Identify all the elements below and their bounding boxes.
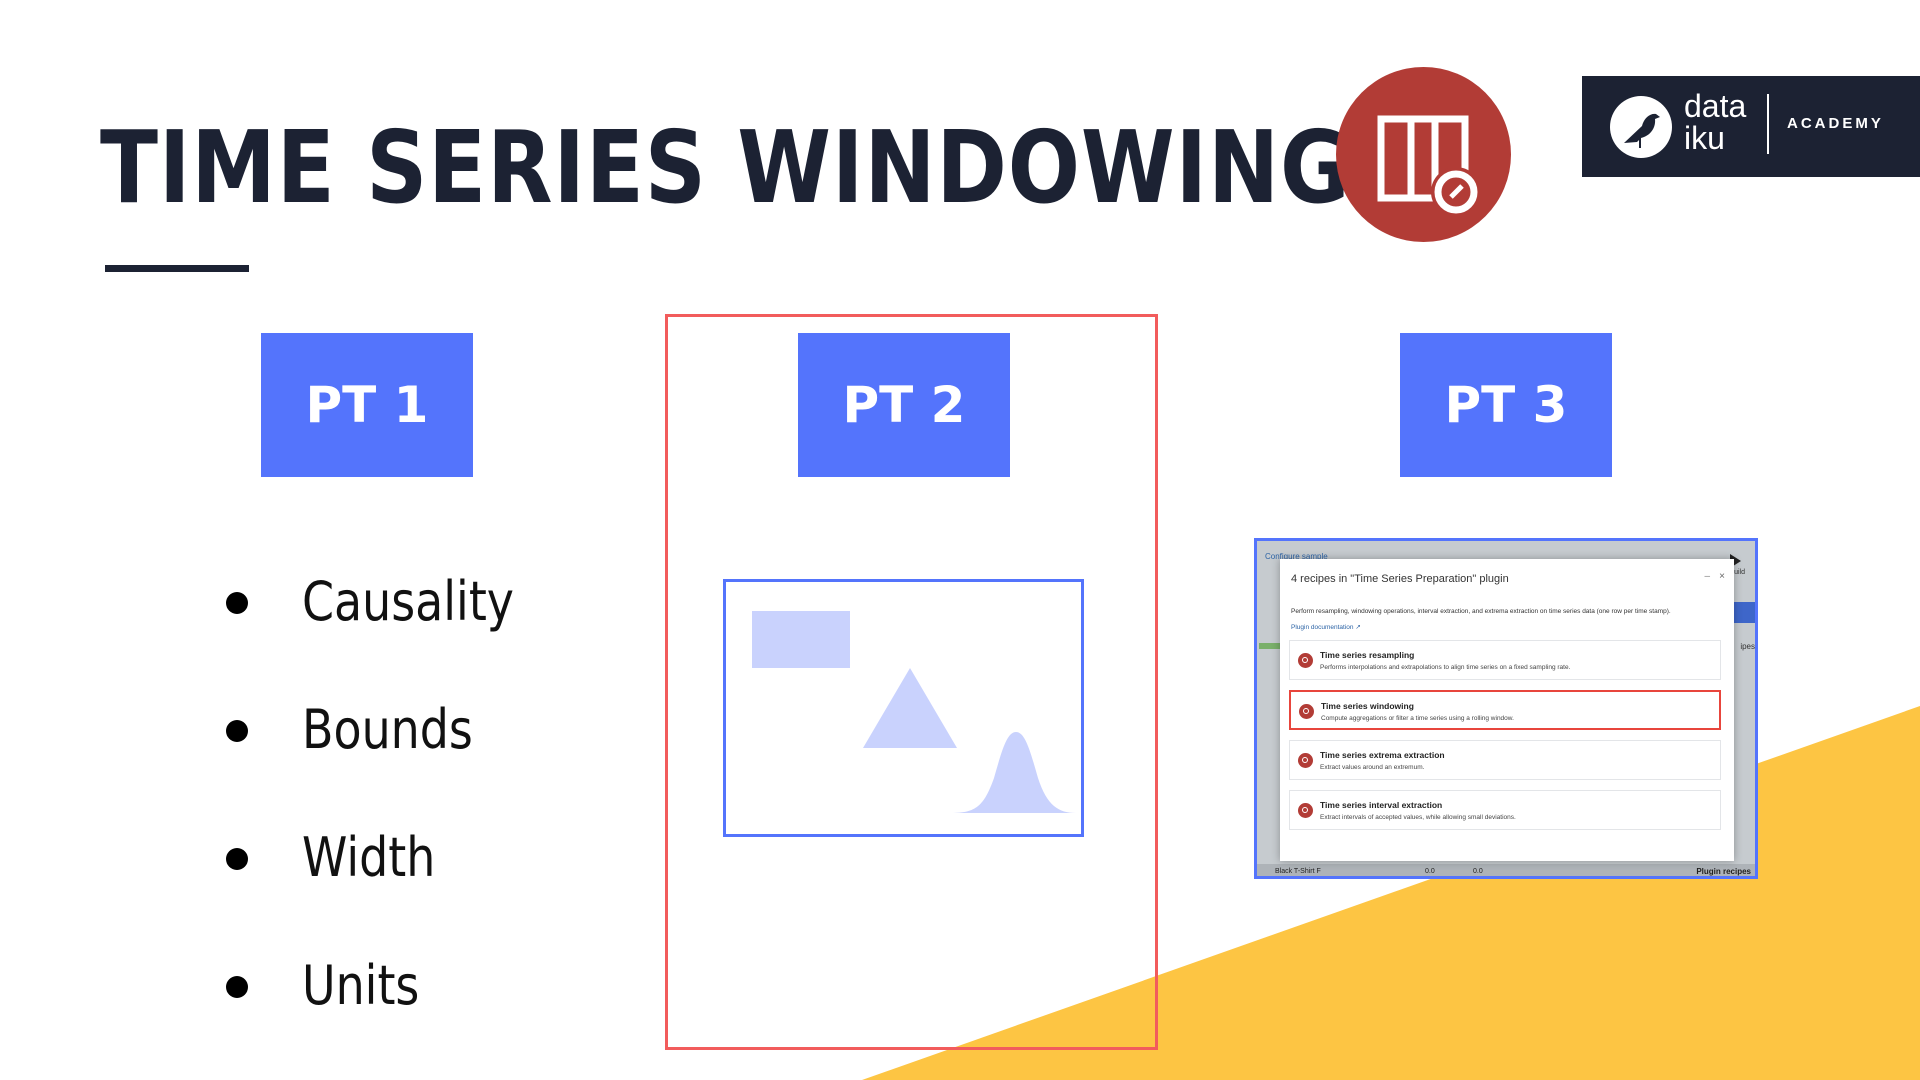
bird-icon [1610,96,1672,158]
list-item: Width [222,822,622,892]
recipe-card-extrema-extraction[interactable]: Time series extrema extraction Extract v… [1289,740,1721,780]
recipe-icon [1298,653,1313,668]
recipe-name: Time series interval extraction [1320,800,1443,810]
recipe-icon [1299,704,1314,719]
image-placeholder-icon [723,579,1084,837]
recipe-card-windowing[interactable]: Time series windowing Compute aggregatio… [1289,690,1721,730]
recipe-icon [1298,753,1313,768]
time-series-windowing-recipe-icon [1336,67,1511,242]
modal-description: Perform resampling, windowing operations… [1291,608,1671,615]
recipe-name: Time series extrema extraction [1320,750,1445,760]
side-panel-recipes-label: ipes [1740,642,1755,651]
bullet-dot [226,592,248,614]
title-underline [105,265,249,272]
recipe-name: Time series resampling [1320,650,1415,660]
recipe-description: Performs interpolations and extrapolatio… [1320,664,1571,671]
recipe-card-resampling[interactable]: Time series resampling Performs interpol… [1289,640,1721,680]
progress-bar [1259,643,1281,649]
plugin-recipes-screenshot: Configure sample Build ipes Black T-Shir… [1254,538,1758,879]
plugin-documentation-link[interactable]: Plugin documentation ↗ [1291,624,1361,631]
recipe-description: Compute aggregations or filter a time se… [1321,715,1514,722]
footer-value: 0.0 [1425,868,1435,875]
part-3-badge: PT 3 [1400,333,1612,477]
configure-sample-link[interactable]: Configure sample [1265,552,1328,561]
recipe-description: Extract values around an extremum. [1320,764,1425,771]
logo-academy-text: ACADEMY [1787,115,1884,132]
part-2-highlight-frame [665,314,1158,1050]
table-footer-row: Black T-Shirt F 0.0 0.0 Plugin recipes [1257,864,1755,876]
logo-word-data: data [1684,88,1747,124]
logo-divider [1767,94,1769,154]
list-item: Bounds [222,694,622,764]
minimize-icon[interactable]: – [1704,571,1710,582]
recipe-description: Extract intervals of accepted values, wh… [1320,814,1516,821]
bullet-dot [226,848,248,870]
bullet-dot [226,720,248,742]
plugin-recipes-label: Plugin recipes [1696,867,1751,876]
plugin-recipes-modal: 4 recipes in "Time Series Preparation" p… [1280,559,1734,861]
bullet-dot [226,976,248,998]
footer-row-label: Black T-Shirt F [1275,868,1321,875]
bullet-label: Bounds [302,698,473,761]
list-item: Causality [222,566,622,636]
build-label: Build [1729,569,1745,576]
bullet-label: Causality [302,570,514,633]
part-2-badge: PT 2 [798,333,1010,477]
logo-wordmark: data iku [1684,90,1746,154]
footer-value: 0.0 [1473,868,1483,875]
logo-word-iku: iku [1684,120,1725,156]
close-icon[interactable]: × [1719,571,1725,582]
side-panel-bar [1733,602,1755,623]
slide-title: TIME SERIES WINDOWING [100,109,1351,226]
recipe-name: Time series windowing [1321,701,1414,711]
bullet-label: Units [302,954,420,1017]
recipe-card-interval-extraction[interactable]: Time series interval extraction Extract … [1289,790,1721,830]
modal-title: 4 recipes in "Time Series Preparation" p… [1291,573,1509,585]
bullet-label: Width [302,826,436,889]
part-1-badge: PT 1 [261,333,473,477]
dataiku-academy-logo: data iku ACADEMY [1582,76,1920,177]
recipe-icon [1298,803,1313,818]
build-icon[interactable] [1730,554,1741,568]
list-item: Units [222,950,622,1020]
